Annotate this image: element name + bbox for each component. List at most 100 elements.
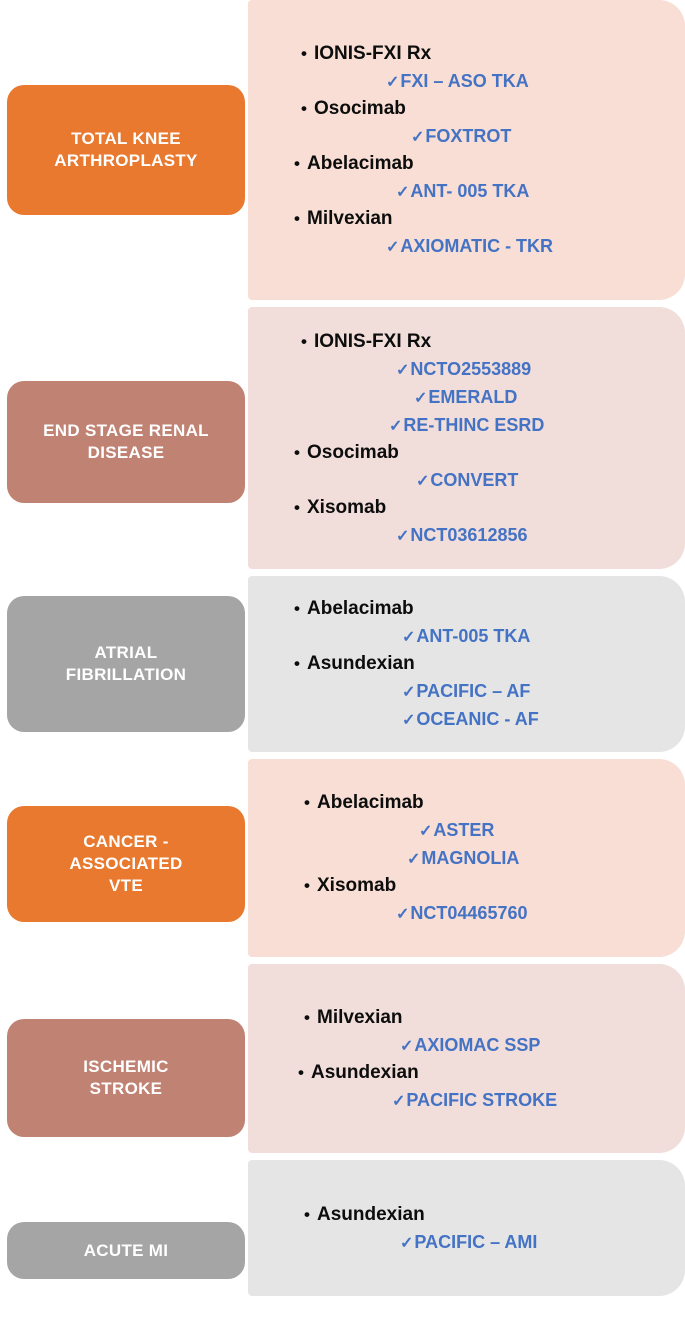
trial-name: ANT-005 TKA [416, 626, 531, 646]
drug-name: Abelacimab [307, 598, 414, 619]
drug-item: •Asundexian [274, 1205, 677, 1224]
drug-item: • Milvexian [274, 209, 677, 228]
trial-name: NCT04465760 [410, 903, 528, 923]
drug-item: • Osocimab [274, 99, 677, 118]
check-icon: ✓ [396, 184, 410, 201]
drug-name: IONIS-FXI Rx [314, 43, 432, 64]
trial-item: ✓FXI – ASO TKA [274, 72, 677, 91]
check-icon: ✓ [402, 629, 416, 646]
check-icon: ✓ [396, 527, 410, 545]
drug-item: • IONIS-FXI Rx [274, 332, 677, 351]
trial-list: •Abelacimab✓ANT-005 TKA•Asundexian✓PACIF… [274, 576, 677, 752]
indication-row: •IONIS-FXI Rx✓FXI – ASO TKA•Osocimab✓FOX… [0, 0, 685, 300]
trial-name: CONVERT [430, 469, 519, 490]
trial-item: ✓EMERALD [274, 388, 677, 407]
bullet-icon: • [294, 654, 300, 673]
trial-name: PACIFIC – AMI [414, 1231, 538, 1252]
check-icon: ✓ [396, 906, 410, 923]
trial-item: ✓RE-THINC ESRD [274, 416, 677, 435]
trial-list: •Abelacimab✓ASTER✓MAGNOLIA•Xisomab✓NCT04… [274, 759, 677, 957]
drug-item: •Milvexian [274, 1008, 677, 1027]
check-icon: ✓ [414, 389, 428, 407]
indication-label-text: TOTAL KNEE ARTHROPLASTY [54, 129, 198, 170]
check-icon: ✓ [419, 823, 433, 840]
check-icon: ✓ [402, 684, 416, 701]
indication-label-text: END STAGE RENAL DISEASE [43, 421, 209, 462]
indication-row: •Milvexian✓AXIOMAC SSP•Asundexian✓PACIFI… [0, 964, 685, 1153]
drug-item: • Xisomab [274, 876, 677, 895]
indication-label: ACUTE MI [7, 1222, 245, 1279]
bullet-icon: • [301, 331, 307, 351]
bullet-icon: • [301, 99, 307, 118]
trial-item: ✓AXIOMAC SSP [274, 1036, 677, 1055]
trial-item: ✓CONVERT [274, 471, 677, 490]
trial-name: PACIFIC – AF [416, 681, 531, 701]
indication-label-text: ATRIAL FIBRILLATION [65, 643, 187, 684]
check-icon: ✓ [389, 417, 403, 435]
drug-item: • Osocimab [274, 443, 677, 462]
bullet-icon: • [294, 599, 300, 618]
trial-item: ✓NCTO2553889 [274, 360, 677, 379]
indication-label-text: ACUTE MI [83, 1240, 169, 1260]
drug-item: • IONIS-FXI Rx [274, 44, 677, 63]
drug-item: • Xisomab [274, 498, 677, 517]
drug-item: •Abelacimab [274, 793, 677, 812]
drug-name: IONIS-FXI Rx [314, 330, 432, 352]
trial-name: AXIOMAC SSP [414, 1034, 541, 1055]
indication-label: TOTAL KNEE ARTHROPLASTY [7, 85, 245, 215]
trial-name: PACIFIC STROKE [406, 1089, 558, 1110]
trial-item: ✓ASTER [274, 821, 677, 840]
drug-name: Asundexian [311, 1061, 419, 1083]
trial-name: NCT03612856 [410, 524, 528, 545]
check-icon: ✓ [396, 361, 410, 379]
indication-row: •IONIS-FXI Rx✓NCTO2553889✓EMERALD✓RE-THI… [0, 307, 685, 569]
drug-item: • Abelacimab [274, 599, 677, 618]
check-icon: ✓ [411, 129, 425, 146]
trial-panel: •IONIS-FXI Rx✓FXI – ASO TKA•Osocimab✓FOX… [248, 0, 685, 300]
trial-list: •Milvexian✓AXIOMAC SSP•Asundexian✓PACIFI… [274, 964, 677, 1153]
check-icon: ✓ [407, 851, 421, 868]
trial-name: FXI – ASO TKA [400, 71, 529, 91]
drug-name: Osocimab [314, 98, 406, 119]
bullet-icon: • [294, 497, 300, 517]
check-icon: ✓ [400, 1037, 414, 1055]
trial-name: RE-THINC ESRD [403, 414, 545, 435]
bullet-icon: • [294, 154, 300, 173]
bullet-icon: • [294, 442, 300, 462]
trial-item: ✓ANT-005 TKA [274, 627, 677, 646]
drug-name: Osocimab [307, 441, 399, 463]
drug-item: •Asundexian [274, 1063, 677, 1082]
drug-name: Xisomab [317, 875, 397, 896]
drug-name: Xisomab [307, 496, 387, 518]
trial-name: NCTO2553889 [410, 358, 532, 379]
trial-item: ✓NCT04465760 [274, 904, 677, 923]
bullet-icon: • [301, 44, 307, 63]
trial-name: FOXTROT [425, 126, 512, 146]
drug-item: • Asundexian [274, 654, 677, 673]
indication-label: CANCER - ASSOCIATED VTE [7, 806, 245, 922]
indication-label: ATRIAL FIBRILLATION [7, 596, 245, 732]
drug-name: Milvexian [307, 208, 393, 229]
trial-name: OCEANIC - AF [416, 709, 539, 729]
drug-name: Asundexian [307, 653, 415, 674]
bullet-icon: • [304, 793, 310, 812]
trial-item: ✓PACIFIC STROKE [274, 1091, 677, 1110]
check-icon: ✓ [386, 74, 400, 91]
check-icon: ✓ [386, 239, 400, 256]
indication-row: •Abelacimab✓ASTER✓MAGNOLIA•Xisomab✓NCT04… [0, 759, 685, 957]
trial-name: EMERALD [428, 386, 518, 407]
check-icon: ✓ [402, 712, 416, 729]
drug-name: Abelacimab [307, 153, 414, 174]
trial-panel: •Milvexian✓AXIOMAC SSP•Asundexian✓PACIFI… [248, 964, 685, 1153]
trial-list: •Asundexian✓PACIFIC – AMI [274, 1160, 677, 1296]
trial-name: AXIOMATIC - TKR [400, 236, 554, 256]
bullet-icon: • [304, 876, 310, 895]
indication-label-text: ISCHEMIC STROKE [83, 1057, 169, 1098]
trial-item: ✓PACIFIC – AF [274, 682, 677, 701]
check-icon: ✓ [416, 472, 430, 490]
trial-item: ✓AXIOMATIC - TKR [274, 237, 677, 256]
trial-list: •IONIS-FXI Rx✓NCTO2553889✓EMERALD✓RE-THI… [274, 307, 677, 569]
trial-panel: •Abelacimab✓ASTER✓MAGNOLIA•Xisomab✓NCT04… [248, 759, 685, 957]
bullet-icon: • [294, 209, 300, 228]
